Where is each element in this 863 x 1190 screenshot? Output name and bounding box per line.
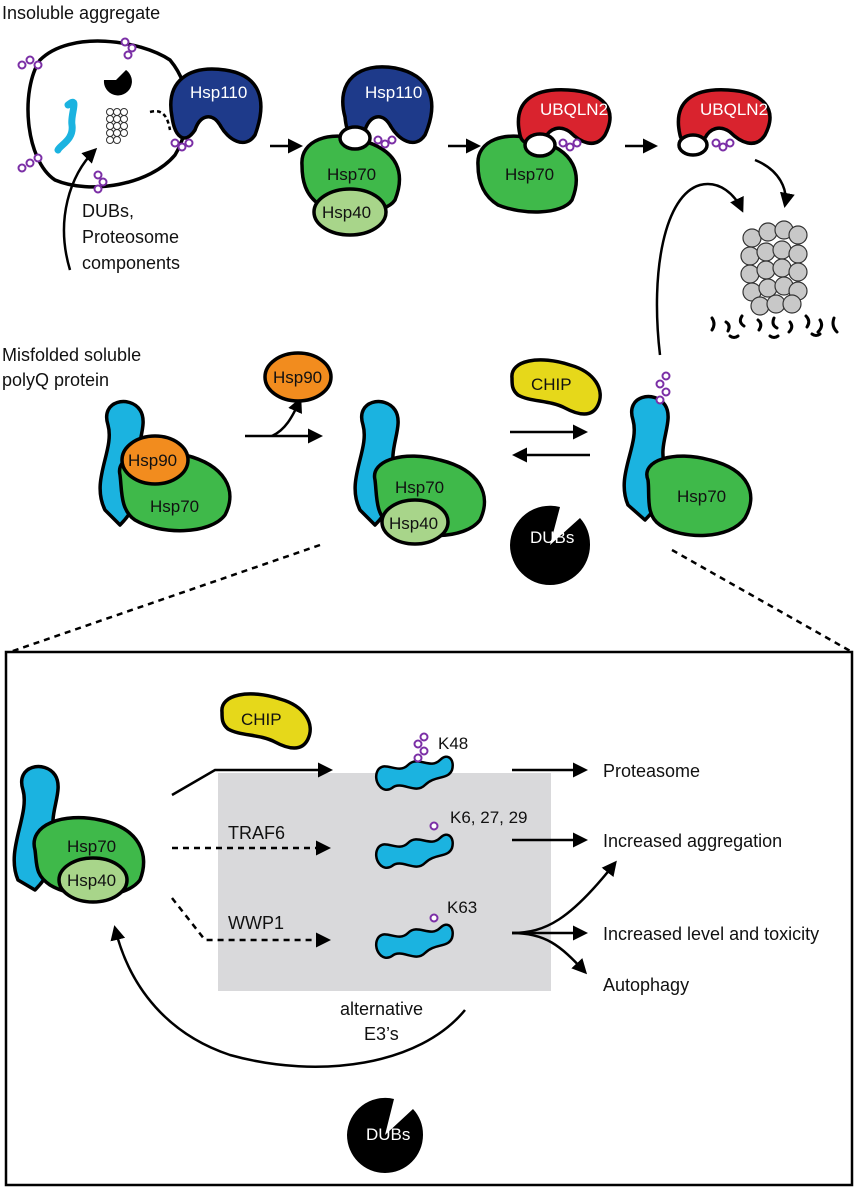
outcome-autophagy: Autophagy bbox=[603, 975, 689, 995]
arrow-chip-to-proteasome bbox=[655, 182, 744, 356]
hsp70-ub-complex-label: Hsp70 bbox=[677, 487, 726, 506]
zoom-line-right bbox=[671, 548, 853, 654]
polyq-hsp70-hsp40-complex: Hsp70 Hsp40 bbox=[353, 399, 487, 546]
chip-middle: CHIP bbox=[510, 358, 602, 416]
dubs-middle: DUBs bbox=[510, 505, 591, 585]
arrow-to-proteasome bbox=[754, 158, 795, 208]
hsp90-complex-label: Hsp90 bbox=[128, 451, 177, 470]
alt-e3-label-line1: alternative bbox=[340, 999, 423, 1019]
proteasome-icon bbox=[740, 220, 808, 316]
panel-polyq-hsp70-hsp40: Hsp70 Hsp40 bbox=[12, 764, 146, 904]
hsp70-ubqln2-complex-label: Hsp70 bbox=[505, 165, 554, 184]
dubs-middle-label: DUBs bbox=[530, 528, 574, 547]
hsp70-middle-label: Hsp70 bbox=[395, 478, 444, 497]
peptide-fragments bbox=[710, 314, 839, 339]
polyq-hsp90-hsp70-complex: Hsp90 Hsp70 bbox=[98, 399, 232, 533]
hsp40-panel-label: Hsp40 bbox=[67, 871, 116, 890]
hsp90-free-label: Hsp90 bbox=[273, 368, 322, 387]
hsp110-complex-label: Hsp110 bbox=[365, 83, 422, 102]
ubqln2-hsp70-complex: UBQLN2 Hsp70 bbox=[476, 88, 612, 214]
hsp90-free: Hsp90 bbox=[263, 351, 333, 403]
hsp40-complex-label: Hsp40 bbox=[322, 203, 371, 222]
ubqln2-complex-label: UBQLN2 bbox=[540, 100, 608, 119]
hsp110-hsp70-hsp40-complex: Hsp110 Hsp70 Hsp40 bbox=[300, 65, 434, 237]
aggregate-blob bbox=[17, 37, 190, 194]
dubs-proteasome-label-line1: DUBs, bbox=[82, 201, 134, 221]
chip-middle-label: CHIP bbox=[531, 375, 572, 394]
arrow-dubs-return bbox=[110, 925, 466, 1068]
k6-27-29-label: K6, 27, 29 bbox=[450, 808, 528, 827]
aggregate-ubiquitin-chains bbox=[17, 37, 137, 194]
hsp110-label: Hsp110 bbox=[190, 83, 247, 102]
arrow-k63-to-autophagy bbox=[511, 931, 588, 975]
arrow-wwp1-path bbox=[171, 897, 331, 948]
alt-e3-label-line2: E3’s bbox=[364, 1024, 399, 1044]
outcome-increased-level-toxicity: Increased level and toxicity bbox=[603, 924, 819, 944]
misfolded-label-line1: Misfolded soluble bbox=[2, 345, 141, 365]
traf6-label: TRAF6 bbox=[228, 823, 285, 843]
chip-panel: CHIP bbox=[220, 692, 312, 750]
wwp1-label: WWP1 bbox=[228, 913, 284, 933]
arrow-chip-path bbox=[171, 762, 333, 797]
ubqln2-free-label: UBQLN2 bbox=[700, 100, 768, 119]
outcome-increased-aggregation: Increased aggregation bbox=[603, 831, 782, 851]
aggregate-polyq-fragment bbox=[54, 99, 78, 154]
dubs-proteasome-label-line2: Proteosome bbox=[82, 227, 179, 247]
hsp70-hsp90-complex-label: Hsp70 bbox=[150, 497, 199, 516]
polyq-k48: K48 bbox=[375, 732, 468, 791]
dubs-proteasome-label-line3: components bbox=[82, 253, 180, 273]
polyq-ub-hsp70-complex: Hsp70 bbox=[622, 371, 753, 538]
aggregate-proteasome-icon bbox=[106, 108, 128, 144]
ubqln2-free: UBQLN2 bbox=[676, 88, 772, 157]
polyq-k63: K63 bbox=[375, 898, 477, 959]
polyq-k6-27-29: K6, 27, 29 bbox=[375, 808, 528, 869]
chip-panel-label: CHIP bbox=[241, 710, 282, 729]
k63-label: K63 bbox=[447, 898, 477, 917]
insoluble-aggregate-label: Insoluble aggregate bbox=[2, 3, 160, 23]
k48-label: K48 bbox=[438, 734, 468, 753]
zoom-line-left bbox=[9, 543, 321, 654]
hsp70-complex-label: Hsp70 bbox=[327, 165, 376, 184]
aggregate-dub-icon bbox=[103, 70, 132, 96]
hsp40-middle-label: Hsp40 bbox=[389, 514, 438, 533]
outcome-proteasome: Proteasome bbox=[603, 761, 700, 781]
dubs-arrow bbox=[62, 147, 98, 271]
arrow-hsp90-out bbox=[271, 397, 302, 438]
misfolded-label-line2: polyQ protein bbox=[2, 370, 109, 390]
dubs-panel: DUBs bbox=[347, 1097, 424, 1173]
dubs-panel-label: DUBs bbox=[366, 1125, 410, 1144]
hsp110-aggregate: Hsp110 bbox=[169, 67, 263, 152]
hsp70-panel-label: Hsp70 bbox=[67, 837, 116, 856]
